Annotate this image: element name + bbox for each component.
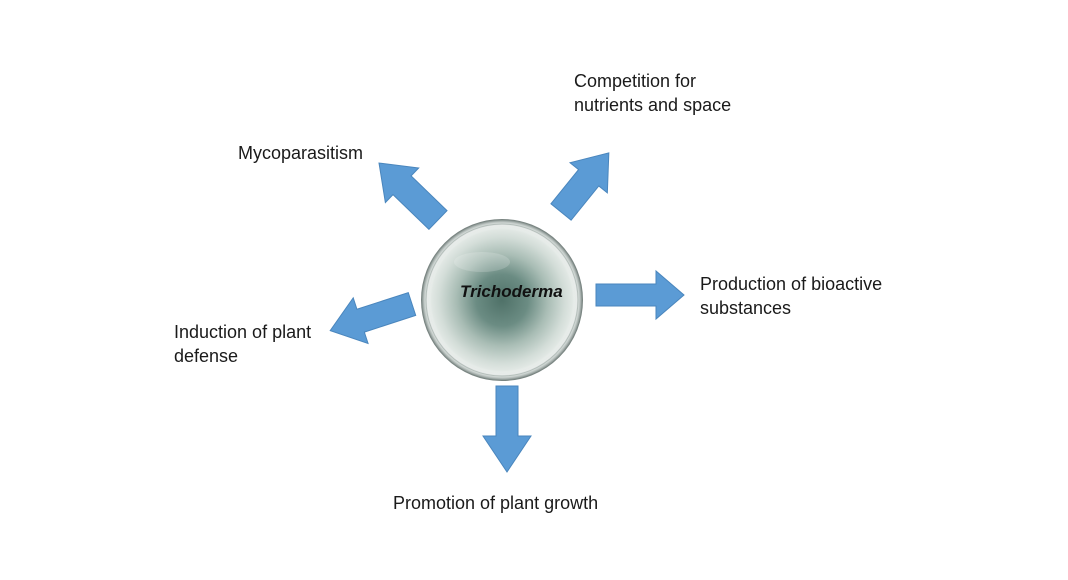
label-bioactive: Production of bioactive substances <box>700 272 882 320</box>
arrow-mycoparasitism <box>378 162 448 231</box>
label-growth: Promotion of plant growth <box>393 491 598 515</box>
center-label-trichoderma: Trichoderma <box>460 282 563 301</box>
label-mycoparasitism-line1: Mycoparasitism <box>238 143 364 163</box>
arrow-growth <box>482 385 532 473</box>
label-competition-line1: Competition for <box>574 71 697 91</box>
label-defense-line1: Induction of plant <box>174 322 312 342</box>
label-competition: Competition for nutrients and space <box>574 69 731 117</box>
arrow-defense <box>329 291 417 345</box>
label-mycoparasitism: Mycoparasitism <box>238 141 363 165</box>
arrow-bioactive <box>595 269 685 321</box>
label-bioactive-line2: substances <box>700 298 792 318</box>
label-defense-line2: defense <box>174 346 239 366</box>
petri-dish-icon <box>421 219 583 381</box>
label-competition-line2: nutrients and space <box>574 95 732 115</box>
arrow-competition <box>550 152 610 221</box>
label-bioactive-line1: Production of bioactive <box>700 274 883 294</box>
label-defense: Induction of plant defense <box>174 320 311 368</box>
label-growth-line1: Promotion of plant growth <box>393 493 599 513</box>
